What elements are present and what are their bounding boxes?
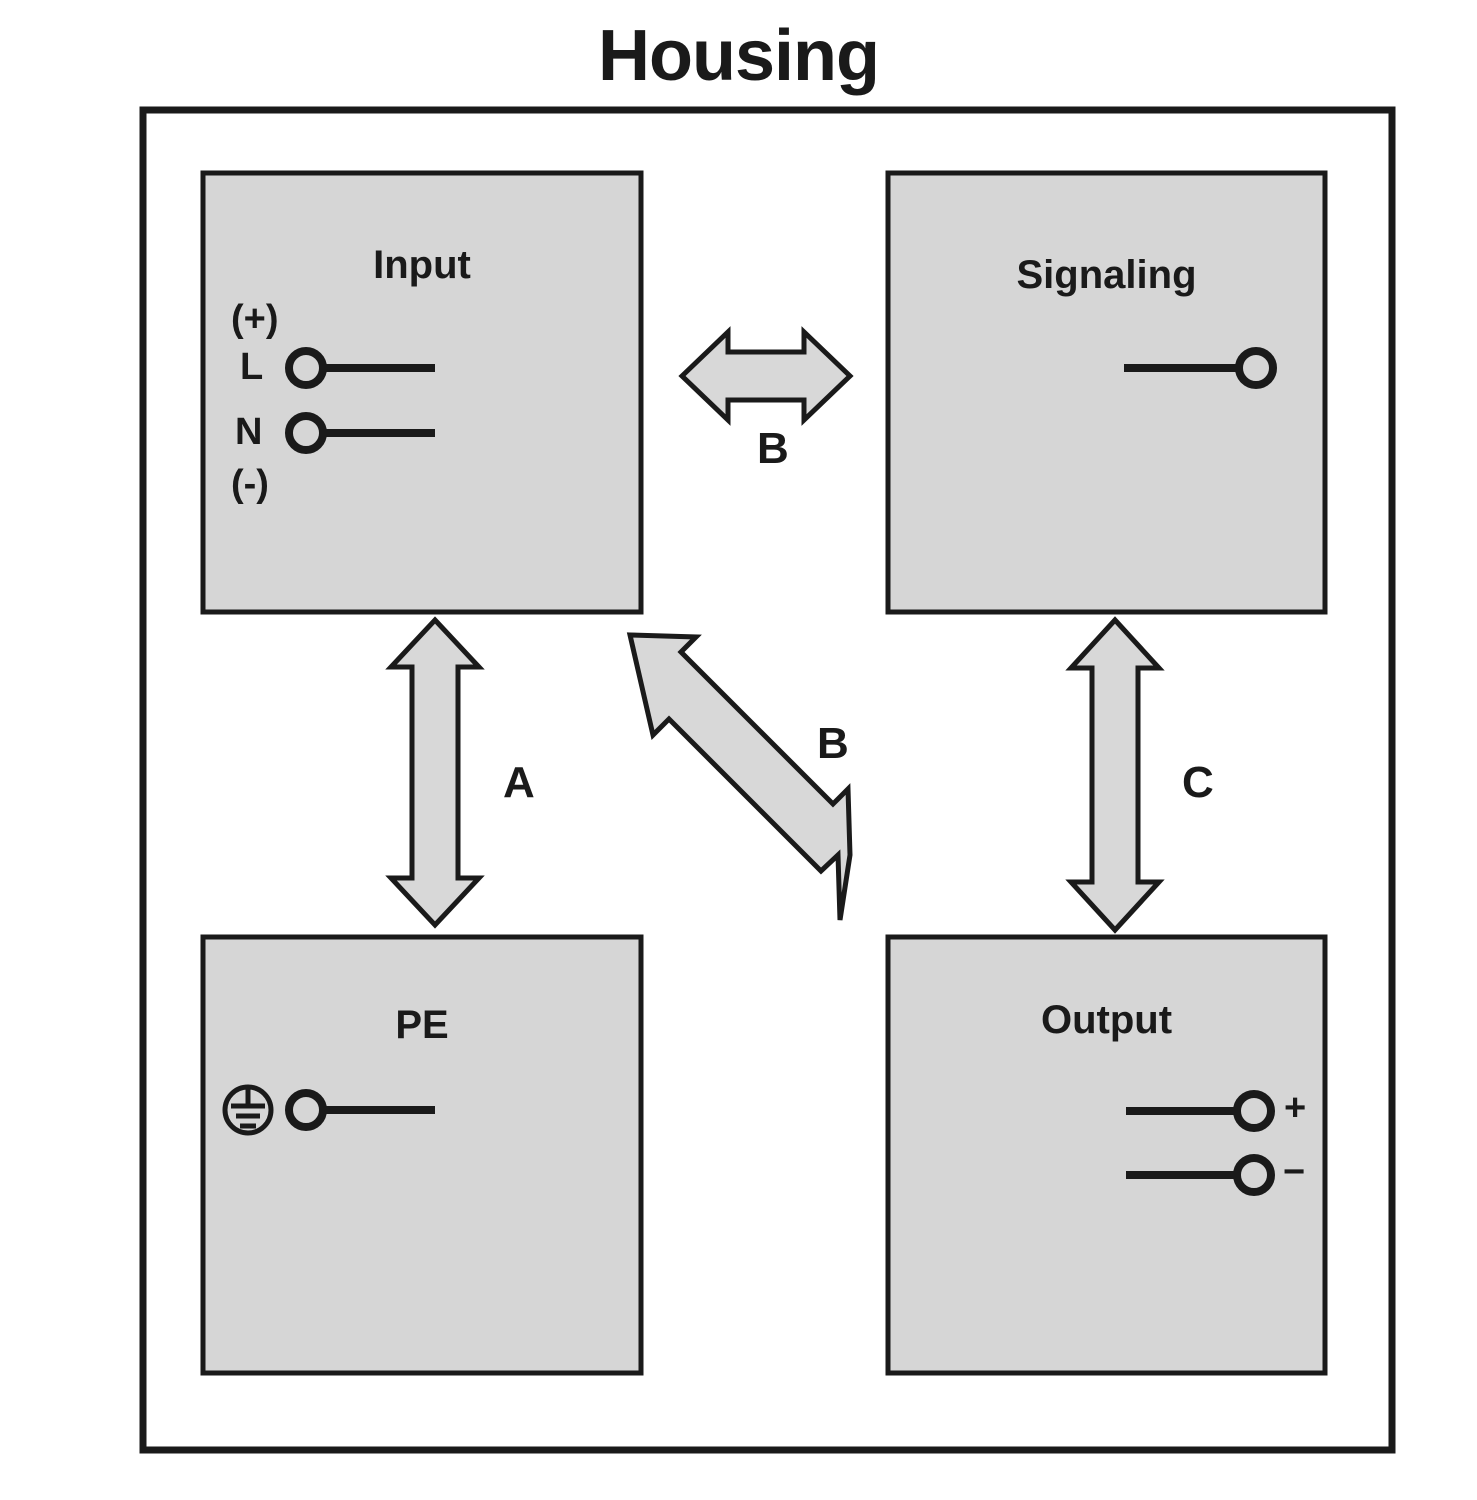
pe-block-label: PE	[395, 1003, 449, 1047]
arrow-label-input-signaling: B	[757, 424, 789, 473]
output-block-label: Output	[1040, 998, 1173, 1042]
signaling-block[interactable]	[885, 170, 1328, 615]
output-terminal-minus-icon[interactable]	[1233, 1154, 1275, 1196]
page-title: Housing	[598, 16, 880, 96]
input-terminal-l-label: L	[240, 346, 264, 388]
arrow-label-input-pe: A	[503, 758, 535, 807]
arrow-label-input-output: B	[817, 719, 849, 768]
arrow-signaling-output[interactable]	[1065, 616, 1165, 934]
signaling-terminal-icon[interactable]	[1235, 347, 1277, 389]
input-polarity-negative: (-)	[231, 463, 269, 505]
arrow-label-signaling-output: C	[1182, 758, 1214, 807]
protective-earth-icon	[222, 1084, 274, 1136]
arrow-input-pe[interactable]	[385, 616, 485, 929]
output-terminal-plus-label: +	[1284, 1087, 1307, 1129]
housing-frame	[139, 106, 1396, 1454]
signaling-block-label: Signaling	[1016, 253, 1197, 297]
output-terminal-plus-icon[interactable]	[1233, 1090, 1275, 1132]
output-terminal-minus-label: −	[1283, 1151, 1306, 1193]
input-terminal-n-label: N	[235, 411, 263, 453]
input-block[interactable]	[200, 170, 644, 615]
arrow-input-signaling[interactable]	[678, 326, 854, 426]
pe-block[interactable]	[200, 934, 644, 1376]
arrow-input-output[interactable]	[626, 632, 853, 921]
input-polarity-positive: (+)	[231, 298, 279, 340]
input-block-label: Input	[373, 243, 471, 287]
